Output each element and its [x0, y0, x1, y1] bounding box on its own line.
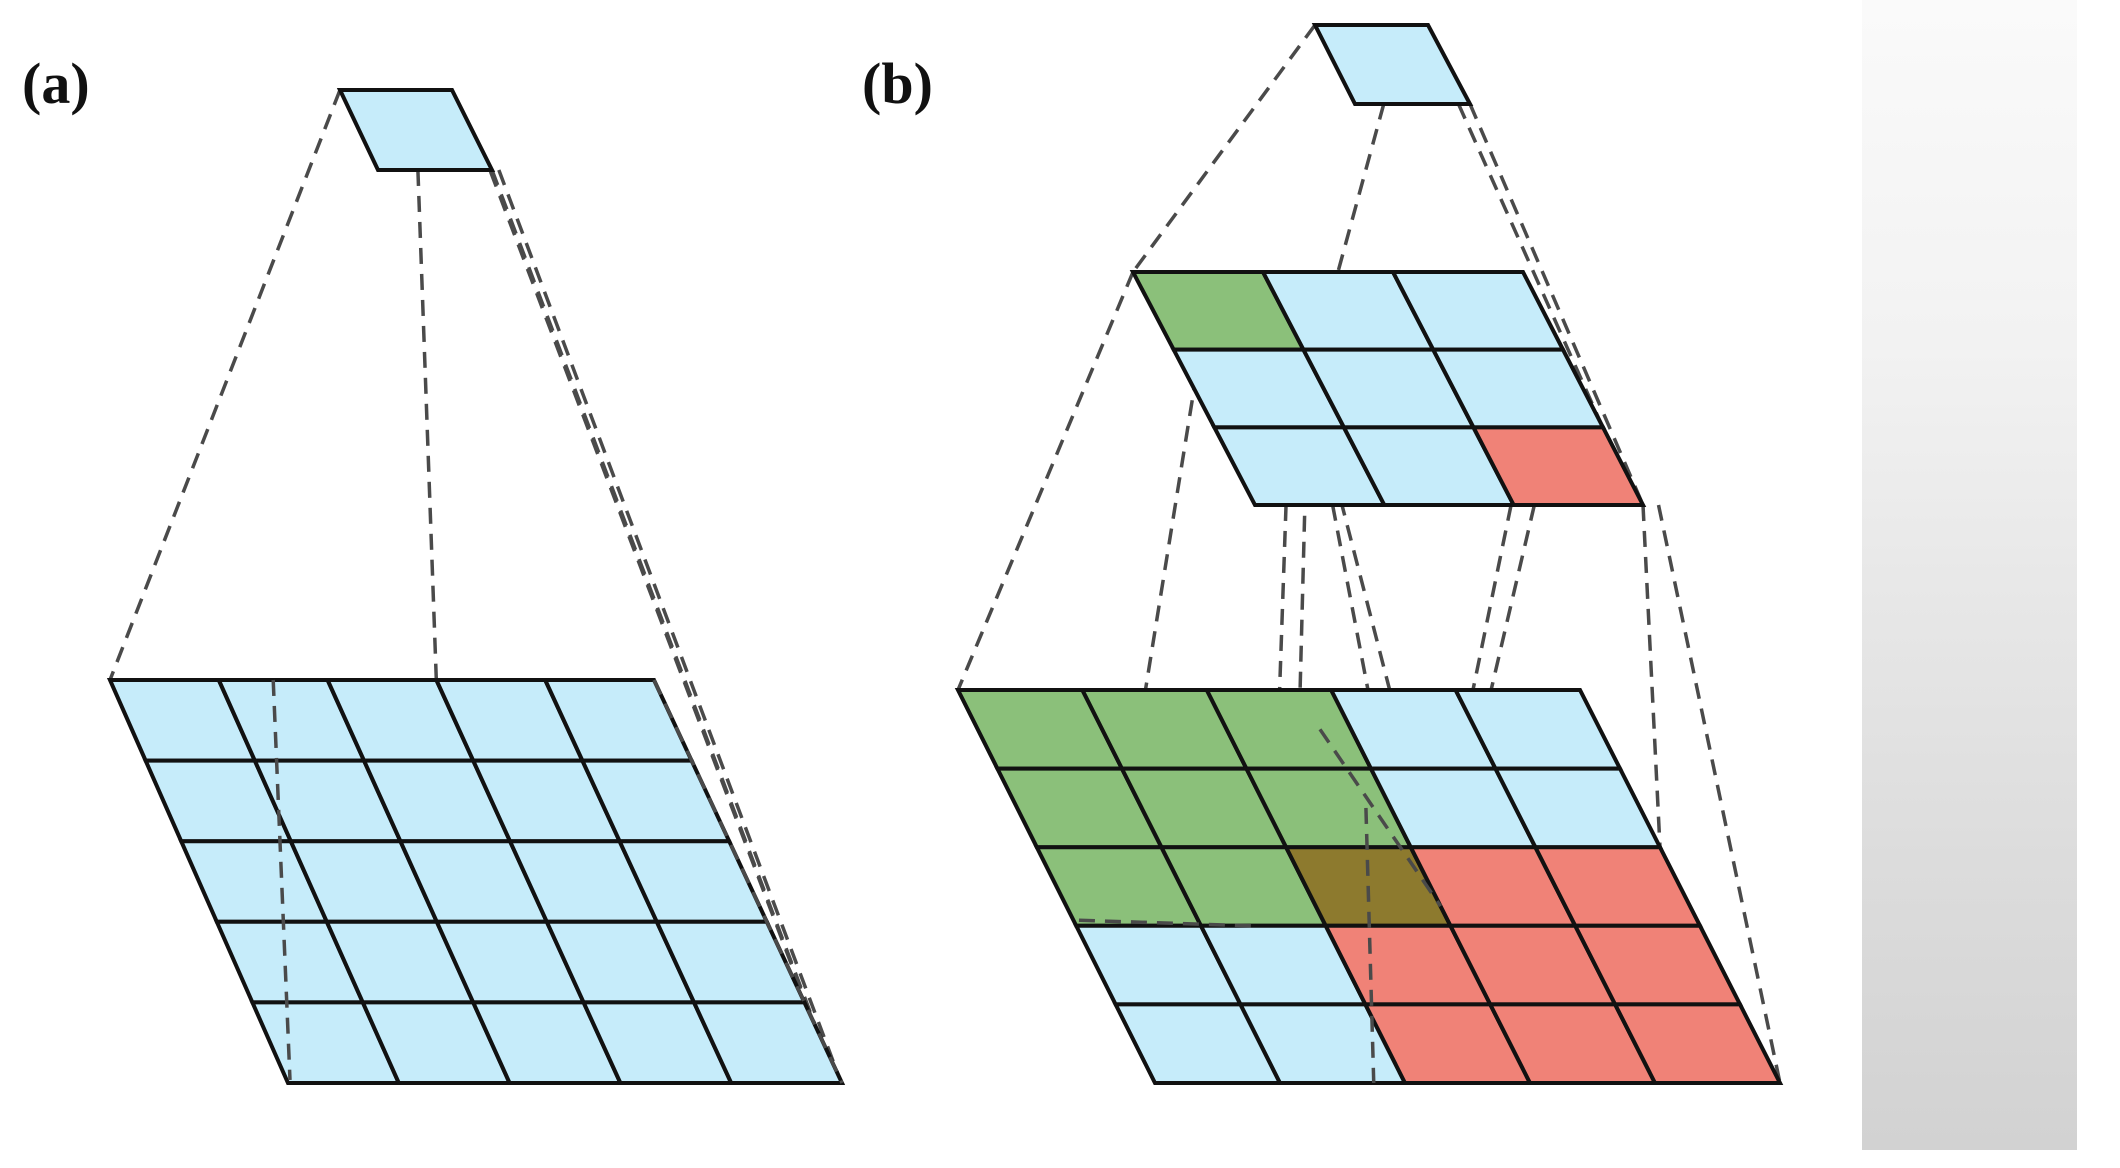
dashed-projection-line [497, 169, 840, 1076]
dashed-projection-line [1456, 103, 1603, 425]
dashed-projection-line [652, 679, 844, 1084]
dashed-projection-line [108, 89, 342, 681]
panel-b-middle-grid [1129, 270, 1647, 507]
panel-b-projection-lines-over [1071, 728, 1442, 1084]
panel-b-output-grid [1311, 23, 1474, 106]
side-gradient-strip [1862, 0, 2077, 1150]
panel-b-label: (b) [862, 51, 933, 116]
dashed-projection-line [1105, 348, 1203, 927]
dashed-projection-line [488, 170, 839, 1084]
dashed-projection-line [1277, 504, 1288, 710]
dashed-projection-line [1071, 918, 1251, 928]
dashed-projection-line [271, 679, 292, 1081]
panel-b-input-cell [1611, 1002, 1784, 1085]
dashed-projection-line [1656, 504, 1782, 1084]
panel-a-output-grid [336, 88, 496, 172]
panel-a-label: (a) [22, 51, 90, 116]
panel-a [106, 88, 846, 1085]
panel-b [954, 23, 1784, 1085]
dashed-projection-line [1364, 807, 1376, 1084]
panel-a-projection-lines-over [271, 679, 844, 1084]
dashed-projection-line [1641, 504, 1662, 848]
panel-a-output-cell [336, 88, 496, 172]
dashed-projection-line [1468, 103, 1645, 506]
dashed-projection-line [1318, 728, 1442, 908]
dashed-projection-line [1131, 23, 1317, 274]
panel-b-input-grid [954, 688, 1784, 1085]
panel-b-output-cell [1311, 23, 1474, 106]
panel-b-middle-cell [1470, 425, 1647, 507]
panel-a-input-grid [106, 678, 846, 1085]
dashed-projection-line [956, 271, 1135, 691]
